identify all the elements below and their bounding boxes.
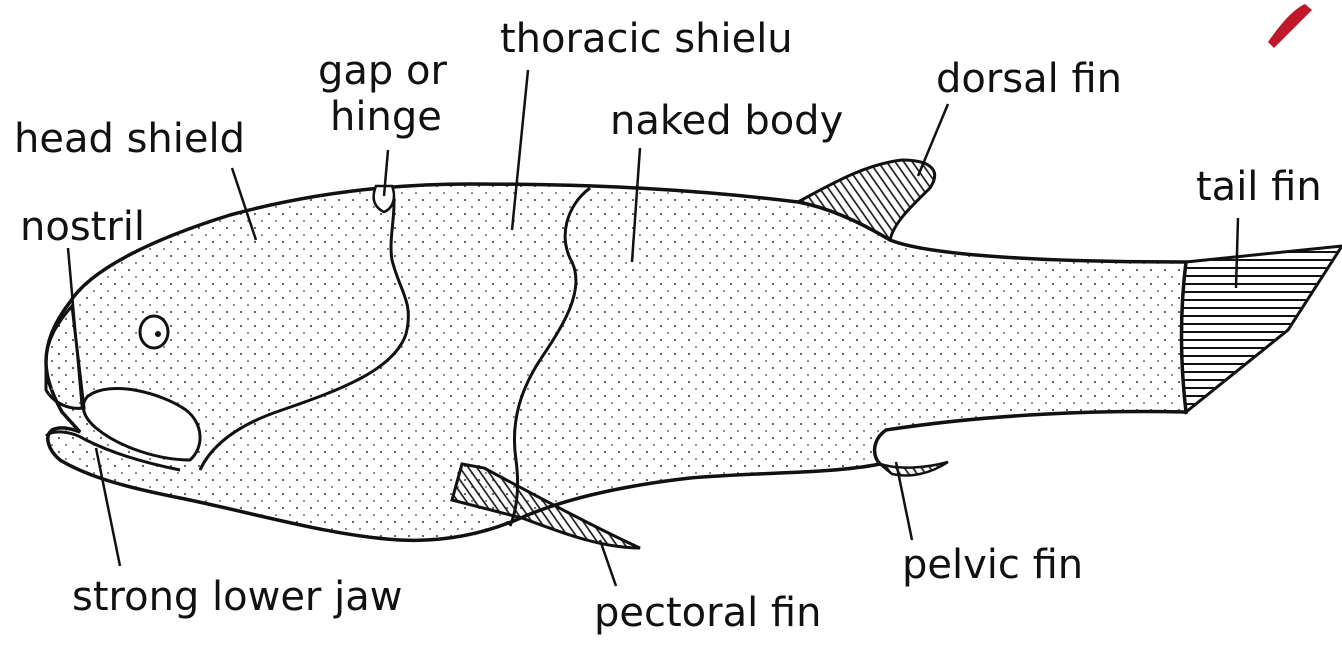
label-pelvic-fin: pelvic fin bbox=[902, 542, 1083, 588]
red-pen-mark bbox=[1268, 4, 1312, 48]
pelvic-fin-shape bbox=[880, 462, 948, 476]
fish-body-outline bbox=[46, 184, 1186, 540]
label-nostril: nostril bbox=[20, 204, 145, 250]
leader-dorsal-fin bbox=[918, 104, 948, 176]
label-lower-jaw: strong lower jaw bbox=[72, 574, 402, 620]
label-gap-line1: gap or bbox=[318, 48, 447, 94]
label-naked-body: naked body bbox=[610, 98, 843, 144]
label-tail-fin: tail fin bbox=[1196, 164, 1322, 210]
eye-icon bbox=[140, 316, 168, 348]
label-head-shield: head shield bbox=[14, 116, 245, 162]
label-thoracic-shield: thoracic shielu bbox=[500, 16, 793, 62]
label-gap-line2: hinge bbox=[330, 94, 442, 140]
eye-pupil bbox=[155, 331, 161, 337]
label-dorsal-fin: dorsal fin bbox=[936, 56, 1122, 102]
label-pectoral-fin: pectoral fin bbox=[594, 590, 821, 636]
tail-fin-shape bbox=[1182, 246, 1342, 412]
